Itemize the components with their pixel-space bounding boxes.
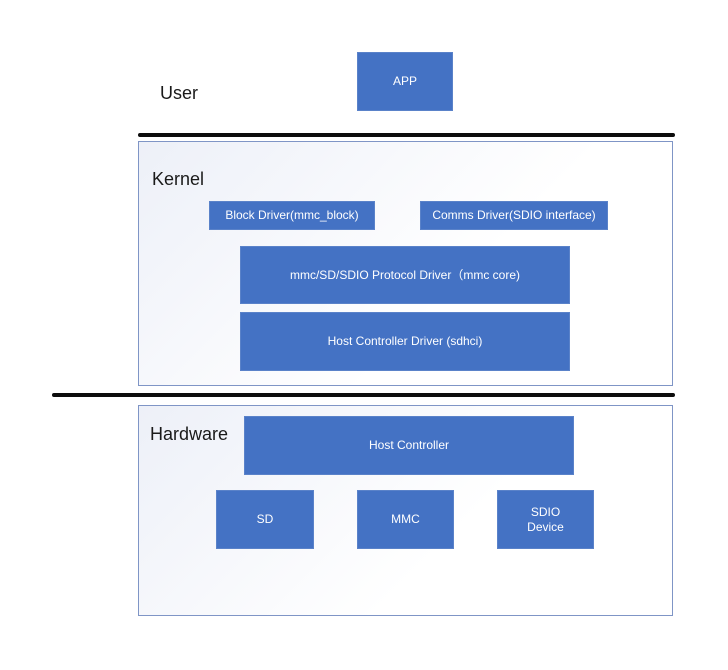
mmc-box: MMC — [357, 490, 454, 549]
protocol-driver-box: mmc/SD/SDIO Protocol Driver（mmc core) — [240, 246, 570, 304]
user-kernel-divider — [138, 133, 675, 137]
host-controller-box: Host Controller — [244, 416, 574, 475]
app-box: APP — [357, 52, 453, 111]
sd-box: SD — [216, 490, 314, 549]
comms-driver-box: Comms Driver(SDIO interface) — [420, 201, 608, 230]
kernel-layer-label: Kernel — [152, 169, 205, 189]
kernel-hardware-divider — [52, 393, 675, 397]
sdio-device-box: SDIO Device — [497, 490, 594, 549]
hardware-layer-label: Hardware — [150, 424, 229, 444]
user-layer-label: User — [160, 83, 199, 103]
block-driver-box: Block Driver(mmc_block) — [209, 201, 375, 230]
host-controller-driver-box: Host Controller Driver (sdhci) — [240, 312, 570, 371]
